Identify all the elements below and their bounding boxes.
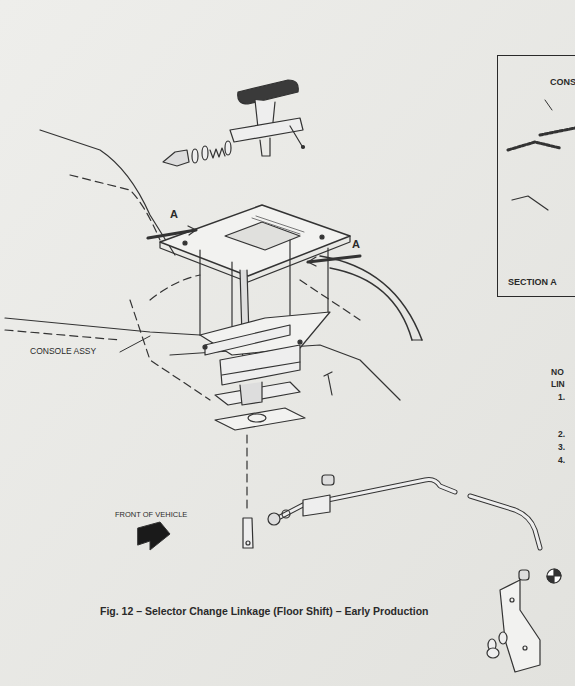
direction-arrow <box>138 522 170 550</box>
figure-caption: Fig. 12 – Selector Change Linkage (Floor… <box>100 606 428 618</box>
note-heading: LIN <box>551 380 565 389</box>
selector-handle <box>230 80 305 156</box>
console-outline <box>5 130 422 400</box>
note-number: 2. <box>558 430 565 439</box>
lower-bracket <box>487 580 540 672</box>
shifter-bracket <box>200 240 332 430</box>
section-letter: A <box>352 238 360 250</box>
note-heading: NO <box>551 368 564 377</box>
note-number: 1. <box>558 393 565 402</box>
button-parts <box>163 141 231 166</box>
section-inset-drawing <box>508 100 575 210</box>
indicator-plate <box>160 205 350 282</box>
section-letter: A <box>170 208 178 220</box>
selector-lever <box>243 518 253 548</box>
section-title: SECTION A <box>508 278 557 288</box>
note-number: 4. <box>558 456 565 465</box>
inset-label: CONS <box>550 78 575 88</box>
shift-rod <box>268 475 561 583</box>
assembly-centerline <box>246 435 247 512</box>
leader-line <box>120 336 150 352</box>
direction-label: FRONT OF VEHICLE <box>115 511 187 519</box>
section-inset-box: CONS SECTION A <box>497 55 575 297</box>
part-name: CONSOLE ASSY <box>30 347 96 356</box>
note-number: 3. <box>558 443 565 452</box>
